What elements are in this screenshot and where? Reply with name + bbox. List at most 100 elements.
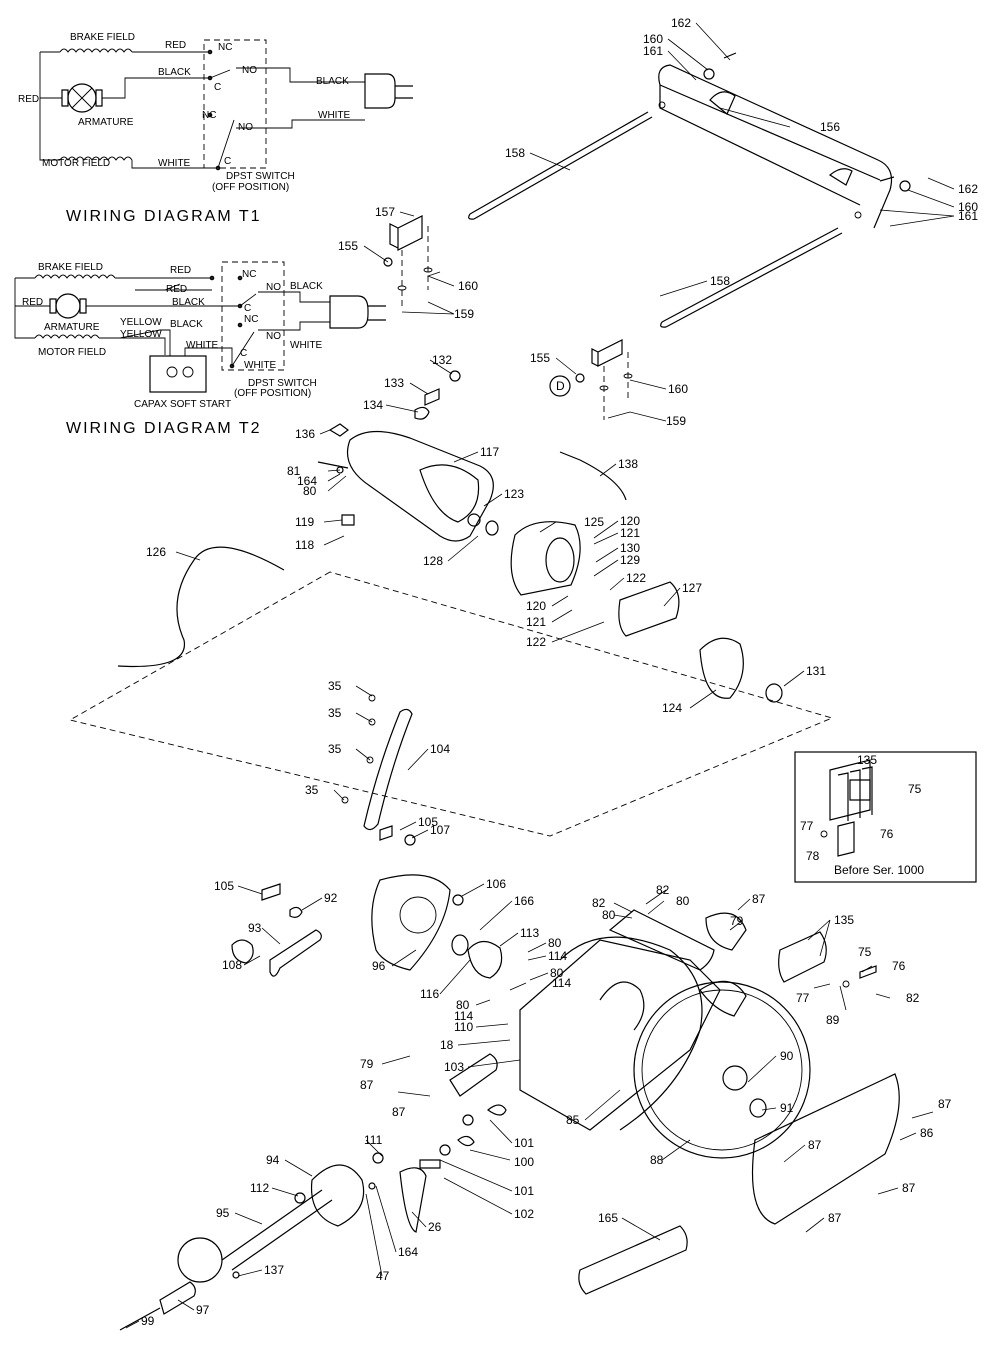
inset-label-78: 78 [806,849,820,863]
callout-128: 128 [423,554,443,568]
t1-no-bottom-label: NO [238,122,253,133]
callout-127: 127 [682,581,702,595]
callout-81: 81 [287,464,301,478]
front-handwheel-assembly [119,1159,688,1331]
callout-121: 121 [526,615,546,629]
marker-d-label: D [556,379,565,393]
callout-35: 35 [328,679,342,693]
t2-white-1-label: WHITE [186,340,219,351]
callout-82: 82 [656,883,670,897]
arm-and-guard-parts [231,694,877,988]
callout-35: 35 [305,783,319,797]
t1-title: WIRING DIAGRAM T1 [66,208,262,225]
t2-white-2-label: WHITE [244,360,277,371]
callout-136: 136 [295,427,315,441]
t1-black-label: BLACK [158,67,191,78]
callout-104: 104 [430,742,450,756]
callout-92: 92 [324,891,338,905]
callout-93: 93 [248,921,262,935]
t2-no-top-label: NO [266,282,281,293]
callout-35: 35 [328,742,342,756]
callout-114: 114 [454,1009,473,1023]
callout-82: 82 [592,896,606,910]
callout-114: 114 [552,976,571,990]
callout-101: 101 [514,1184,534,1198]
t2-nc-top-label: NC [242,269,256,280]
callout-122: 122 [626,571,646,585]
callout-123: 123 [504,487,524,501]
rail-assembly [383,52,911,420]
t2-soft-start-label: CAPAX SOFT START [134,399,231,410]
callout-125: 125 [584,515,604,529]
callout-91: 91 [780,1101,794,1115]
callout-164: 164 [398,1245,418,1259]
t2-plug-black-label: BLACK [290,281,323,292]
callout-124: 124 [662,701,682,715]
callout-94: 94 [266,1153,280,1167]
inset-caption: Before Ser. 1000 [834,863,924,877]
t1-no-top-label: NO [242,65,257,76]
callout-101: 101 [514,1136,534,1150]
callout-88: 88 [650,1153,664,1167]
t2-red-left-label: RED [22,297,43,308]
callout-102: 102 [514,1207,534,1221]
callout-116: 116 [420,987,439,1001]
callout-87: 87 [360,1078,374,1092]
callout-105: 105 [418,815,438,829]
callout-159: 159 [454,307,474,321]
callout-79: 79 [360,1057,374,1071]
callout-80: 80 [602,908,616,922]
callout-75: 75 [858,945,872,959]
t2-switch-label-1: DPST SWITCH [248,378,317,389]
callout-113: 113 [520,926,539,940]
callout-80: 80 [550,966,564,980]
callout-26: 26 [428,1220,442,1234]
t2-yellow-1-label: YELLOW [120,317,162,328]
callout-129: 129 [620,553,640,567]
motor-assembly [117,370,783,703]
callout-160: 160 [958,200,978,214]
callout-111: 111 [364,1133,383,1147]
callout-108: 108 [222,958,242,972]
t1-plug-white-label: WHITE [318,110,351,121]
callout-162: 162 [671,16,691,30]
leader-lines [125,22,955,1329]
callout-133: 133 [384,376,404,390]
callout-76: 76 [892,959,906,973]
callout-99: 99 [141,1314,155,1328]
callout-138: 138 [618,457,638,471]
callout-165: 165 [598,1211,618,1225]
inset-label-135: 135 [857,753,877,767]
callout-114: 114 [548,949,567,963]
t2-switch-label-2: (OFF POSITION) [234,388,311,399]
callout-159: 159 [666,414,686,428]
t1-c-bottom-label: C [224,156,231,167]
inset-label-77: 77 [800,819,814,833]
callout-90: 90 [780,1049,794,1063]
t2-c-bottom-label: C [240,348,247,359]
t1-nc-mid-label: NC [202,110,216,121]
callout-117: 117 [480,445,499,459]
t2-yellow-2-label: YELLOW [120,329,162,340]
callout-86: 86 [920,1126,934,1140]
callout-122: 122 [526,635,546,649]
callout-47: 47 [376,1269,390,1283]
t1-brake-field-label: BRAKE FIELD [70,32,135,43]
callout-87: 87 [752,892,766,906]
callout-80: 80 [676,894,690,908]
callout-80: 80 [548,936,562,950]
t1-switch-label-2: (OFF POSITION) [212,182,289,193]
callout-77: 77 [796,991,810,1005]
callout-118: 118 [295,538,314,552]
callout-130: 130 [620,541,640,555]
callout-82: 82 [906,991,920,1005]
callout-107: 107 [430,823,450,837]
callout-160: 160 [458,279,478,293]
callout-158: 158 [710,274,730,288]
t1-plug-black-label: BLACK [316,76,349,87]
t1-red-top-label: RED [165,40,186,51]
inset-before-ser-1000: 135 75 77 76 78 Before Ser. 1000 [794,751,977,883]
t2-brake-field-label: BRAKE FIELD [38,262,103,273]
callout-120: 120 [526,599,546,613]
